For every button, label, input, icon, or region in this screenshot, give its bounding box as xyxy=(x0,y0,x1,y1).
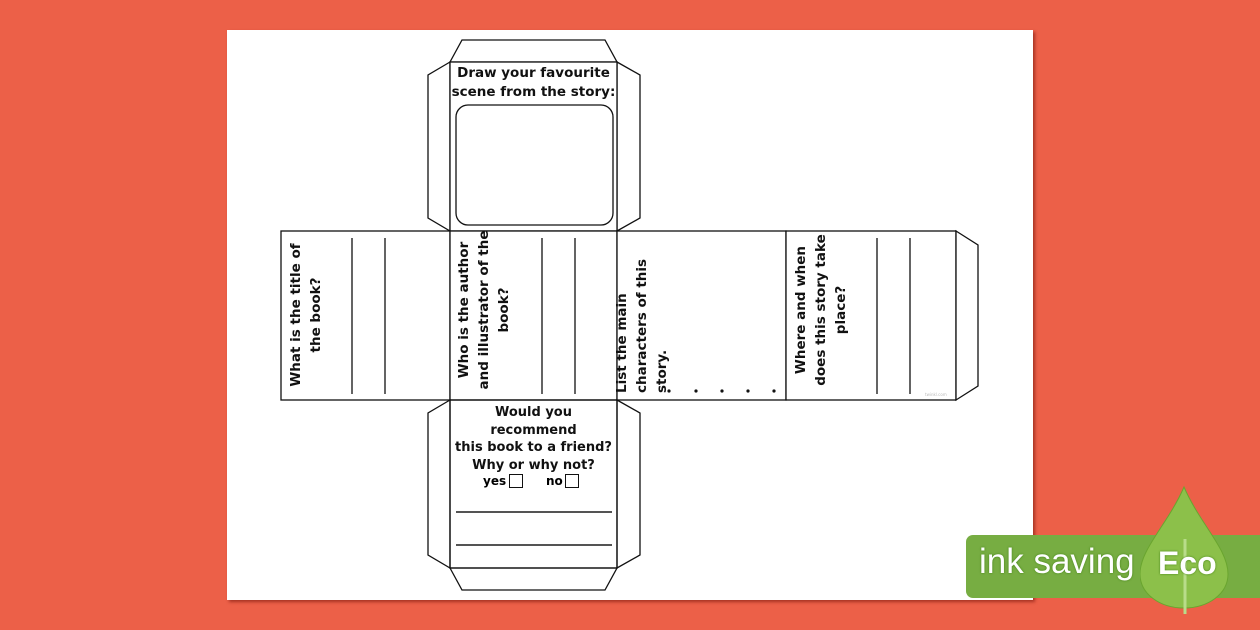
prompt-line: Draw your favourite xyxy=(457,65,610,81)
prompt-line: scene from the story: xyxy=(451,84,616,100)
yes-checkbox[interactable] xyxy=(509,474,523,488)
setting-question: Where and when does this story take plac… xyxy=(791,230,851,390)
eco-label: Eco xyxy=(1158,545,1217,581)
question-line: does this story take xyxy=(813,234,829,386)
question-line: Who is the author xyxy=(456,241,472,379)
watermark: twinkl.com xyxy=(925,392,947,397)
no-checkbox[interactable] xyxy=(565,474,579,488)
question-line: Would you recommend xyxy=(490,405,577,438)
top-left-flap xyxy=(427,60,451,233)
question-line: characters of this story. xyxy=(634,258,670,393)
bottom-face xyxy=(449,399,618,569)
drawing-box xyxy=(455,104,614,226)
question-line: Where and when xyxy=(793,245,809,375)
characters-question: List the main characters of this story. xyxy=(612,235,672,393)
bottom-left-flap xyxy=(427,398,451,570)
draw-scene-prompt: Draw your favourite scene from the story… xyxy=(450,64,617,102)
bullet-dots xyxy=(667,389,776,393)
face-setting xyxy=(785,230,957,401)
title-question: What is the title of the book? xyxy=(286,235,326,395)
author-question: Who is the author and illustrator of the… xyxy=(454,230,514,390)
face-title xyxy=(280,230,451,401)
question-line: the book? xyxy=(308,277,324,353)
question-line: and illustrator of the xyxy=(476,230,492,390)
right-flap xyxy=(955,229,979,402)
ink-saving-label: ink saving xyxy=(979,542,1135,581)
yes-label: yes xyxy=(483,474,507,488)
question-line: this book to a friend? xyxy=(455,440,612,455)
no-label: no xyxy=(546,474,563,488)
bottom-flap xyxy=(448,567,619,591)
question-line: What is the title of xyxy=(288,243,304,387)
question-line: Why or why not? xyxy=(472,457,595,473)
question-line: place? xyxy=(833,285,849,335)
question-line: List the main xyxy=(614,293,630,393)
leaf-icon xyxy=(1140,485,1229,614)
top-right-flap xyxy=(616,60,641,233)
question-line: book? xyxy=(496,287,512,333)
recommend-question: Would you recommend this book to a frien… xyxy=(450,404,617,474)
bottom-right-flap xyxy=(616,398,641,570)
top-flap xyxy=(448,39,619,63)
top-face xyxy=(449,61,618,232)
